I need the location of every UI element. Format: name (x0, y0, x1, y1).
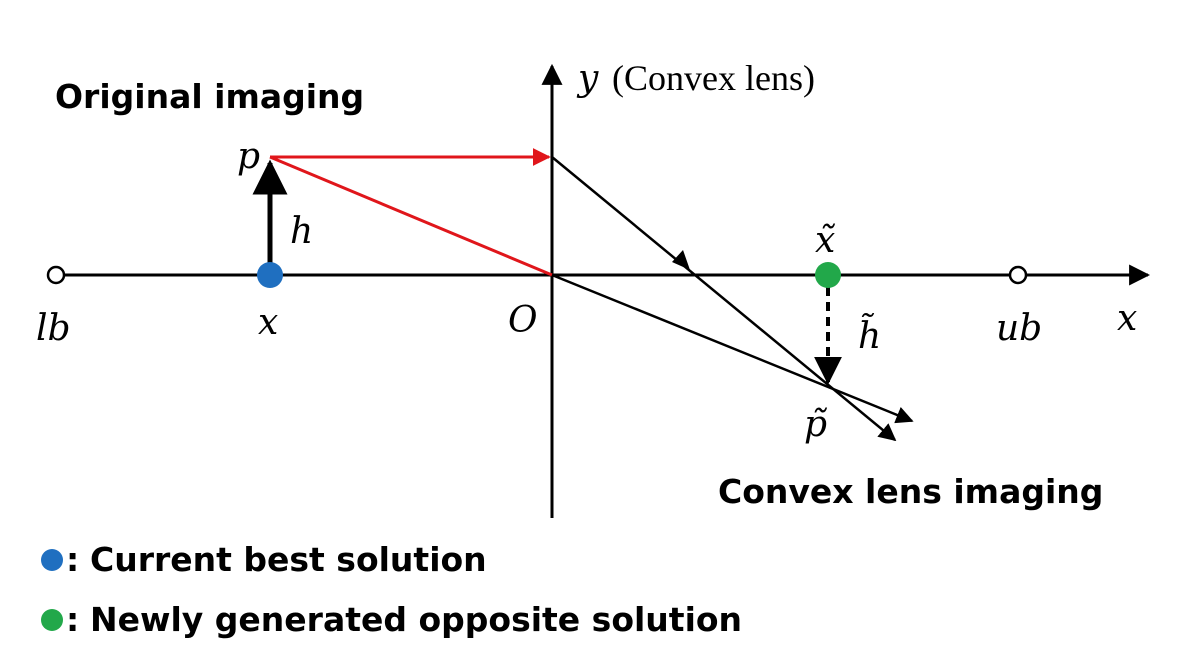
point-p-label: p (237, 136, 260, 177)
convex-lens-imaging-label: Convex lens imaging (718, 472, 1103, 511)
lower-bound-label: lb (36, 308, 71, 349)
legend-text-opposite: Newly generated opposite solution (90, 600, 742, 639)
mid-ray-arrowhead (672, 250, 690, 270)
point-x-tilde-label: x̃ (815, 220, 835, 261)
legend: : Current best solution : Newly generate… (41, 540, 742, 639)
lower-bound-marker (46, 265, 66, 285)
legend-item-opposite: : Newly generated opposite solution (41, 600, 742, 639)
upper-bound-marker (1008, 265, 1028, 285)
legend-marker: : (66, 540, 79, 579)
red-ray-diagonal (269, 155, 553, 277)
height-h-label: h (290, 211, 313, 252)
origin-label: O (508, 300, 538, 341)
height-h-tilde-label: h̃ (858, 314, 881, 357)
refracted-ray-through-focus (551, 156, 897, 442)
legend-item-current-best: : Current best solution (41, 540, 487, 579)
legend-text-current-best: Current best solution (90, 540, 487, 579)
point-p-tilde-label: p̃ (804, 404, 827, 445)
y-axis-caption: (Convex lens) (612, 58, 815, 98)
opposite-solution-point (815, 262, 841, 288)
upper-bound-label: ub (996, 308, 1042, 349)
original-imaging-label: Original imaging (55, 77, 364, 116)
x-axis-label: x (1117, 298, 1137, 339)
refracted-ray-through-center (551, 273, 914, 424)
point-x-label: x (258, 302, 278, 343)
legend-swatch-opposite (41, 609, 63, 631)
current-best-point (257, 262, 283, 288)
legend-marker: : (66, 600, 79, 639)
legend-swatch-current-best (41, 549, 63, 571)
y-axis-label: y (576, 58, 599, 99)
